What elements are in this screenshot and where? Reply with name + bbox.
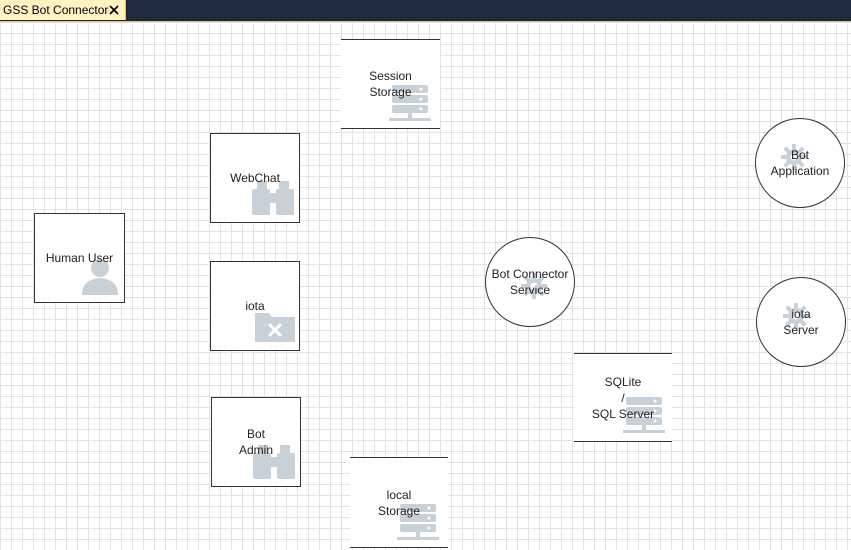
gear-icon [782, 302, 810, 334]
close-icon[interactable] [108, 3, 120, 17]
node-iota[interactable]: iota [210, 261, 300, 351]
node-label: iota Server [783, 307, 819, 337]
node-human-user[interactable]: Human User [34, 213, 125, 303]
gear-icon [780, 143, 808, 175]
gear-icon [520, 272, 548, 304]
document-tab-bar: GSS Bot Connector [0, 0, 851, 22]
node-label: local Storage [377, 487, 421, 518]
node-label: Bot Connector Service [491, 267, 569, 297]
node-label: Session Storage [369, 69, 412, 99]
diagram-canvas[interactable]: Human User WebChat iota [0, 22, 851, 550]
node-bot-application[interactable]: Bot Application [755, 118, 845, 208]
node-session-storage[interactable]: Session Storage [341, 39, 440, 129]
node-local-storage[interactable]: local Storage [350, 457, 448, 548]
node-label: Human User [45, 251, 114, 265]
node-sqlite-sql-server[interactable]: SQLite / SQL Server [574, 353, 672, 442]
node-label: WebChat [230, 171, 280, 185]
node-webchat[interactable]: WebChat [210, 133, 300, 223]
node-iota-server[interactable]: iota Server [756, 277, 846, 367]
server-icon [396, 503, 440, 545]
node-bot-admin[interactable]: Bot Admin [211, 397, 301, 487]
node-label: SQLite / SQL Server [591, 374, 655, 421]
user-icon [79, 257, 121, 299]
tab-title: GSS Bot Connector [3, 3, 109, 17]
node-label: Bot Application [770, 148, 830, 178]
binoculars-icon [251, 443, 297, 483]
binoculars-icon [250, 179, 296, 219]
folder-x-icon [254, 309, 296, 347]
server-icon [622, 396, 666, 438]
tab-gss-bot-connector[interactable]: GSS Bot Connector [0, 0, 126, 20]
node-bot-connector-service[interactable]: Bot Connector Service [485, 237, 575, 327]
node-label: iota [245, 299, 265, 313]
node-label: Bot Admin [238, 427, 273, 457]
server-icon [388, 84, 432, 126]
